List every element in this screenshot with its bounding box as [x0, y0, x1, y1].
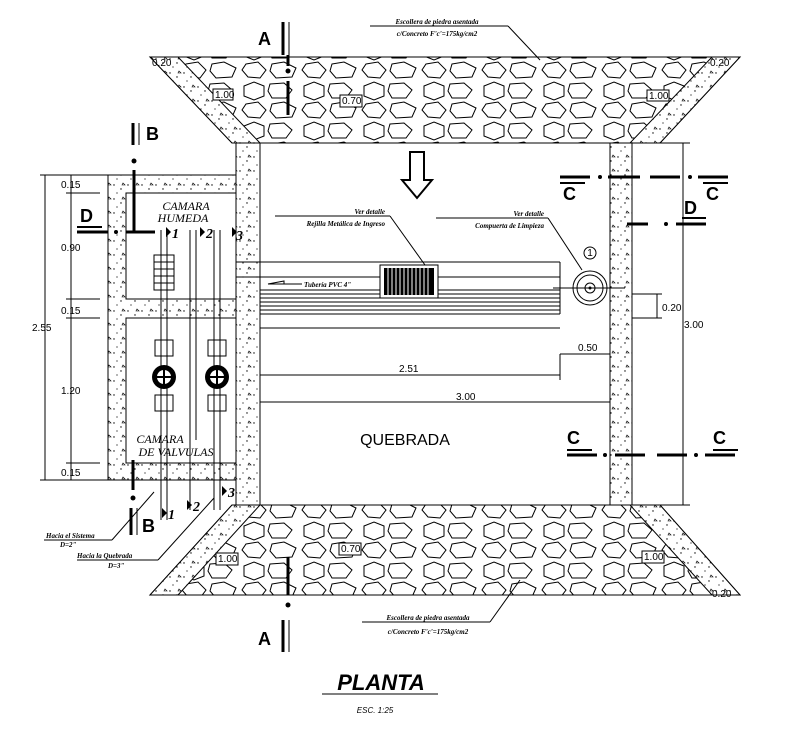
section-c-label-top-right: C — [706, 184, 719, 204]
note-to-stream-line1: Hacia la Quebrada — [76, 552, 133, 560]
note-riprap-top: Escollera de piedra asentada c/Concreto … — [370, 18, 541, 61]
channel — [259, 142, 611, 506]
note-pipe: Tubería PVC 4" — [267, 280, 351, 289]
detail-marker: 1 — [587, 248, 593, 259]
valve-wheel-2-icon — [205, 365, 229, 389]
section-d-label-right: D — [684, 198, 697, 218]
section-b-bottom: B — [129, 460, 155, 536]
dim-channel-width: 3.00 — [456, 392, 476, 403]
pipe-number-1-bottom: 1 — [168, 508, 175, 523]
dim-right-small: 0.20 — [662, 303, 682, 314]
drawing-title: PLANTA — [337, 670, 425, 695]
note-riprap-top-line1: Escollera de piedra asentada — [394, 18, 479, 26]
section-d-right: D — [627, 198, 706, 226]
dim-offset: 0.50 — [578, 343, 598, 354]
note-cleanout-line2: Compuerta de Limpieza — [475, 222, 544, 230]
drawing-scale: ESC. 1:25 — [357, 706, 394, 715]
dim-left-2: 0.90 — [61, 243, 81, 254]
pipe-number-3-bottom: 3 — [227, 486, 235, 501]
note-to-system: Hacia el Sistema D=2" — [44, 491, 155, 549]
note-pipe-label: Tubería PVC 4" — [304, 281, 351, 289]
note-to-stream-line2: D=3" — [107, 562, 125, 570]
inner-dimensions: 0.50 2.51 3.00 — [260, 343, 610, 403]
cleanout-gate: 1 — [553, 246, 625, 306]
dim-inner-width: 2.51 — [399, 364, 419, 375]
note-riprap-top-line2: c/Concreto F'c'=175kg/cm2 — [397, 30, 478, 38]
dim-left-4: 1.20 — [61, 386, 81, 397]
stream-label: QUEBRADA — [360, 432, 450, 449]
metal-grate — [379, 264, 439, 299]
right-dimensions: 3.00 0.20 — [632, 142, 704, 506]
section-c-label-top-left: C — [563, 184, 576, 204]
riprap-bottom — [148, 504, 742, 596]
dim-left-1: 0.15 — [61, 180, 81, 191]
dim-wall-bottom-right: 0.20 — [712, 589, 732, 600]
dim-riprap-bottom-slope-left: 1.00 — [218, 554, 238, 565]
note-riprap-bottom-line1: Escollera de piedra asentada — [385, 614, 470, 622]
section-b-label-top: B — [146, 124, 159, 144]
section-c-top: C C — [560, 175, 728, 204]
pipe-number-1-top: 1 — [172, 227, 179, 242]
section-c-label-bottom-right: C — [713, 428, 726, 448]
wall-right — [609, 142, 633, 506]
section-d-left: D — [77, 206, 155, 234]
chamber-block — [107, 174, 237, 481]
dim-left-5: 0.15 — [61, 468, 81, 479]
note-to-system-line1: Hacia el Sistema — [45, 532, 95, 540]
dim-left-total: 2.55 — [32, 323, 52, 334]
dim-left-3: 0.15 — [61, 306, 81, 317]
dim-riprap-top-right-slope: 1.00 — [649, 91, 669, 102]
section-a-label-top: A — [258, 29, 271, 49]
section-c-label-bottom-left: C — [567, 428, 580, 448]
section-c-bottom: C C — [567, 428, 738, 457]
pipe-number-2-top: 2 — [205, 227, 213, 242]
wet-chamber-label-2: HUMEDA — [157, 211, 209, 225]
drawing-title-block: PLANTA ESC. 1:25 — [322, 670, 438, 715]
dim-right-total: 3.00 — [684, 320, 704, 331]
valve-chamber-label-1: CAMARA — [136, 432, 184, 446]
note-riprap-bottom-line2: c/Concreto F'c'=175kg/cm2 — [388, 628, 469, 636]
dim-riprap-top-slope: 1.00 — [215, 90, 235, 101]
dim-riprap-bottom-slope-right: 1.00 — [644, 552, 664, 563]
section-a-label-bottom: A — [258, 629, 271, 649]
section-d-label-left: D — [80, 206, 93, 226]
dim-riprap-bottom-depth: 0.70 — [341, 544, 361, 555]
section-a-top: A — [258, 22, 291, 115]
section-b-label-bottom: B — [142, 516, 155, 536]
valve-chamber-label-2: DE VALVULAS — [138, 445, 214, 459]
dim-riprap-top-depth: 0.70 — [342, 96, 362, 107]
note-grate-line2: Rejilla Metálica de Ingreso — [306, 220, 386, 228]
note-cleanout-line1: Ver detalle — [513, 210, 544, 218]
left-dimensions: 2.55 0.15 0.90 0.15 1.20 0.15 — [32, 174, 108, 481]
note-riprap-bottom: Escollera de piedra asentada c/Concreto … — [362, 579, 521, 636]
note-grate-line1: Ver detalle — [354, 208, 385, 216]
dim-wall-top-right: 0.20 — [710, 58, 730, 69]
note-to-system-line2: D=2" — [59, 541, 77, 549]
note-cleanout: Ver detalle Compuerta de Limpieza — [436, 210, 583, 271]
riprap-top — [148, 56, 742, 144]
dim-wall-top-left: 0.20 — [152, 58, 172, 69]
section-b-top: B — [131, 123, 159, 232]
valve-wheel-1-icon — [152, 365, 176, 389]
riprap-dimensions: 1.00 0.70 1.00 1.00 0.70 1.00 0.20 0.20 … — [152, 58, 732, 600]
pipe-number-2-bottom: 2 — [192, 500, 200, 515]
pipe-number-3-top: 3 — [235, 229, 243, 244]
pipe-markers: 1 2 3 1 2 3 — [162, 227, 243, 523]
section-a-bottom: A — [258, 557, 291, 652]
note-grate: Ver detalle Rejilla Metálica de Ingreso — [275, 208, 426, 266]
note-to-stream: Hacia la Quebrada D=3" — [76, 497, 215, 570]
wall-left — [235, 142, 261, 506]
wet-chamber-label-1: CAMARA — [162, 199, 210, 213]
flow-arrow-icon — [399, 151, 435, 200]
